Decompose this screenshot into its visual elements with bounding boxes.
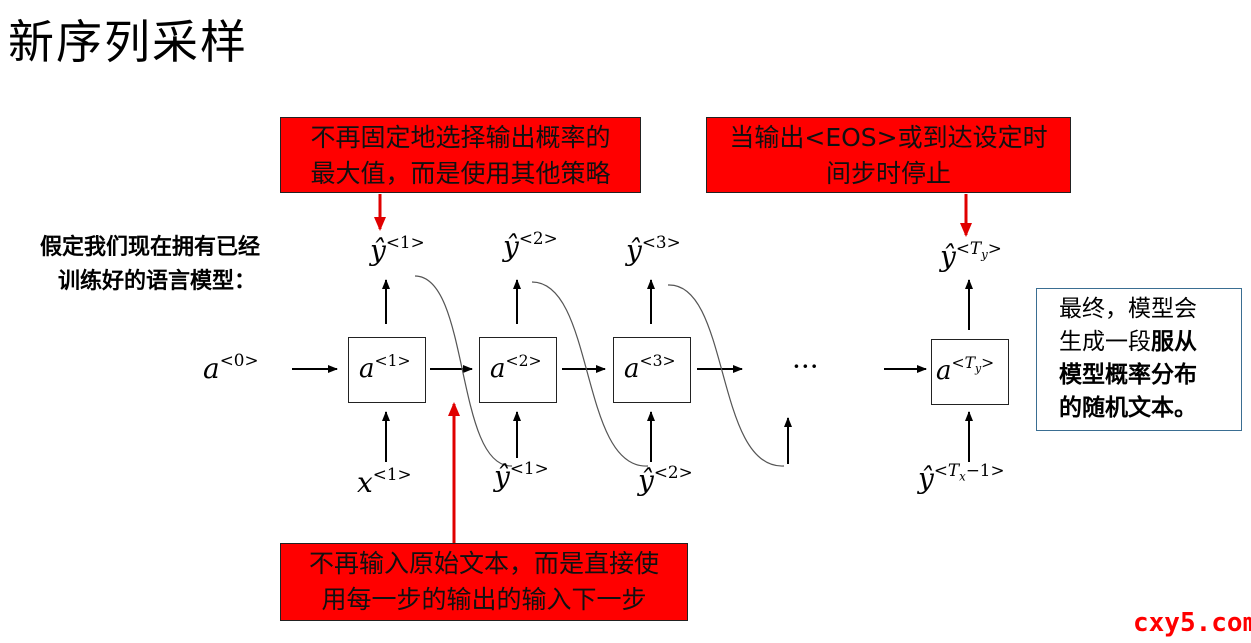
rnn-cell-2: a<2>: [479, 337, 557, 403]
result-bold: 的随机文本。: [1059, 395, 1197, 421]
result-line: 模型概率分布: [1059, 359, 1235, 392]
input-y1: ŷ<1>: [494, 458, 549, 493]
page-title: 新序列采样: [8, 15, 248, 69]
cell-label: a<3>: [624, 352, 676, 384]
output-yT: ŷ<Ty>: [940, 238, 1002, 273]
result-plain: 生成一段: [1059, 329, 1151, 355]
result-line: 的随机文本。: [1059, 392, 1235, 425]
ellipsis: ···: [792, 350, 819, 383]
feedback-curve-1: [414, 275, 513, 467]
callout-line: 用每一步的输出的输入下一步: [321, 585, 647, 614]
input-y2: ŷ<2>: [638, 462, 693, 497]
premise-text: 假定我们现在拥有已经 训练好的语言模型：: [40, 230, 260, 298]
result-note: 最终，模型会 生成一段服从 模型概率分布 的随机文本。: [1036, 288, 1242, 431]
result-bold: 模型概率分布: [1059, 362, 1197, 388]
premise-line: 训练好的语言模型：: [58, 268, 257, 294]
feedback-curve-2: [531, 281, 649, 467]
callout-sampling-strategy: 不再固定地选择输出概率的 最大值，而是使用其他策略: [280, 117, 641, 193]
premise-line: 假定我们现在拥有已经: [40, 234, 261, 260]
callout-line: 不再固定地选择输出概率的: [310, 123, 611, 152]
result-line: 生成一段服从: [1059, 326, 1235, 359]
callout-line: 最大值，而是使用其他策略: [310, 159, 611, 188]
output-y3: ŷ<3>: [626, 232, 681, 267]
callout-line: 当输出<EOS>或到达设定时: [729, 123, 1048, 152]
callout-stop-condition: 当输出<EOS>或到达设定时 间步时停止: [706, 117, 1071, 193]
input-yT-1: ŷ<Tx−1>: [918, 460, 1005, 495]
cell-label: a<2>: [490, 352, 542, 384]
input-x1: x<1>: [357, 464, 412, 499]
callout-line: 不再输入原始文本，而是直接使: [308, 549, 659, 578]
rnn-cell-T: a<Ty>: [931, 339, 1009, 405]
rnn-cell-1: a<1>: [348, 337, 426, 403]
result-bold: 服从: [1151, 329, 1197, 355]
output-y2: ŷ<2>: [503, 228, 558, 263]
output-y1: ŷ<1>: [370, 232, 425, 267]
result-line: 最终，模型会: [1059, 296, 1197, 322]
initial-activation: a<0>: [203, 350, 259, 385]
callout-line: 间步时停止: [825, 159, 951, 188]
feedback-curve-3: [667, 284, 785, 467]
watermark: cxy5.com: [1133, 608, 1251, 638]
rnn-cell-3: a<3>: [613, 337, 691, 403]
cell-label: a<Ty>: [936, 354, 995, 386]
cell-label: a<1>: [359, 352, 411, 384]
callout-feed-output: 不再输入原始文本，而是直接使 用每一步的输出的输入下一步: [280, 543, 688, 621]
